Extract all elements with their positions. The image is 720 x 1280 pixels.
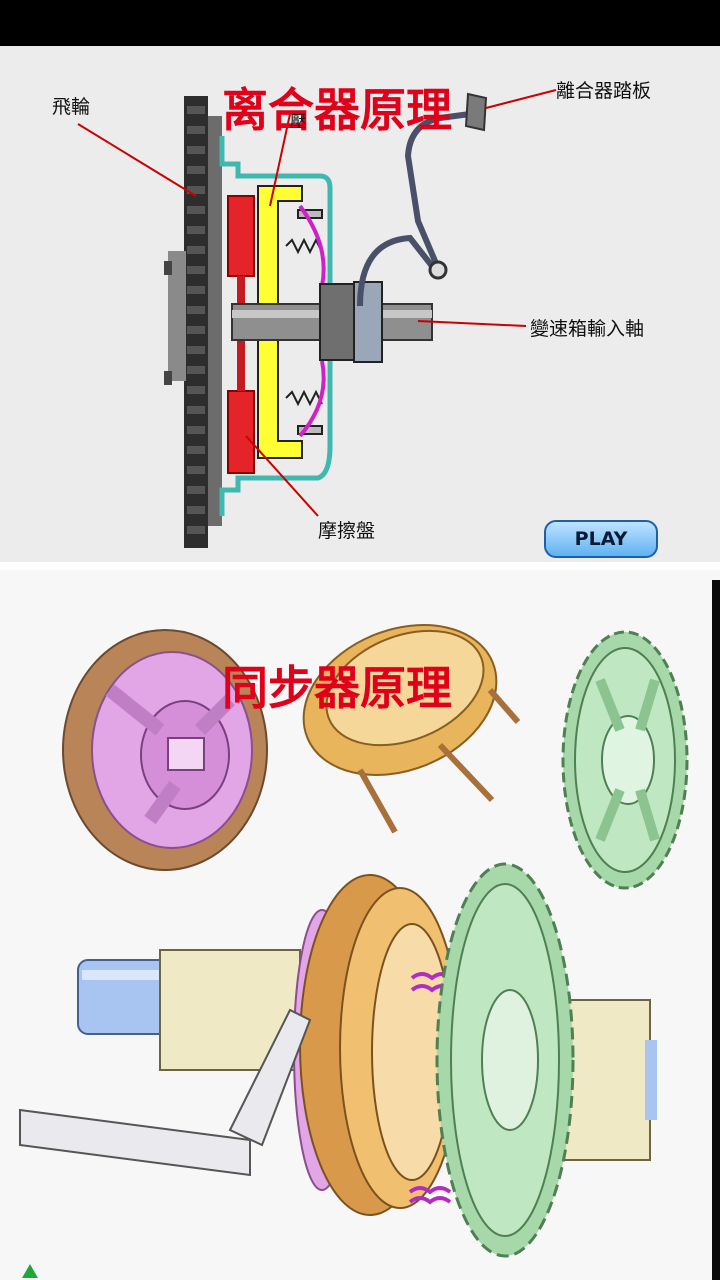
gear-exploded: [561, 630, 689, 890]
shift-lever: [19, 1008, 312, 1177]
flywheel: [164, 96, 222, 548]
clutch-panel: 离合器原理 飛輪 離合器踏板 變速箱輸入軸 摩擦盤 壓: [0, 46, 720, 562]
input-shaft-label: 變速箱輸入軸: [530, 318, 645, 340]
pressure-plate: [257, 185, 303, 459]
top-bar: [0, 0, 720, 46]
release-fork: [357, 234, 435, 307]
cone-ring-exploded: [62, 629, 268, 871]
assembled-gear: [435, 862, 575, 1258]
leader-lines: [77, 89, 557, 517]
status-triangle-icon: [22, 1264, 38, 1278]
pedal-arm: [404, 111, 471, 270]
flywheel-label: 飛輪: [52, 96, 91, 118]
pedal-pad: [464, 92, 488, 132]
clutch-diagram: [77, 89, 557, 548]
synchronizer-diagram: [19, 624, 689, 1278]
sync-ring-exploded: [302, 624, 521, 834]
friction-disc-label: 摩擦盤: [318, 520, 376, 542]
synchronizer-title: 同步器原理: [222, 661, 452, 715]
clutch-title: 离合器原理: [222, 83, 452, 137]
pressure-plate-label: 壓: [290, 112, 307, 131]
play-button[interactable]: PLAY: [544, 520, 658, 558]
right-edge-strip: [712, 580, 720, 1280]
synchronizer-panel: 同步器原理: [0, 570, 720, 1280]
pedal-label: 離合器踏板: [556, 80, 652, 102]
panel-divider: [0, 562, 720, 570]
diaphragm-upper: [298, 204, 326, 287]
pedal-pivot: [428, 260, 448, 280]
diaphragm-lower: [298, 360, 326, 438]
clutch-housing: [219, 136, 333, 516]
